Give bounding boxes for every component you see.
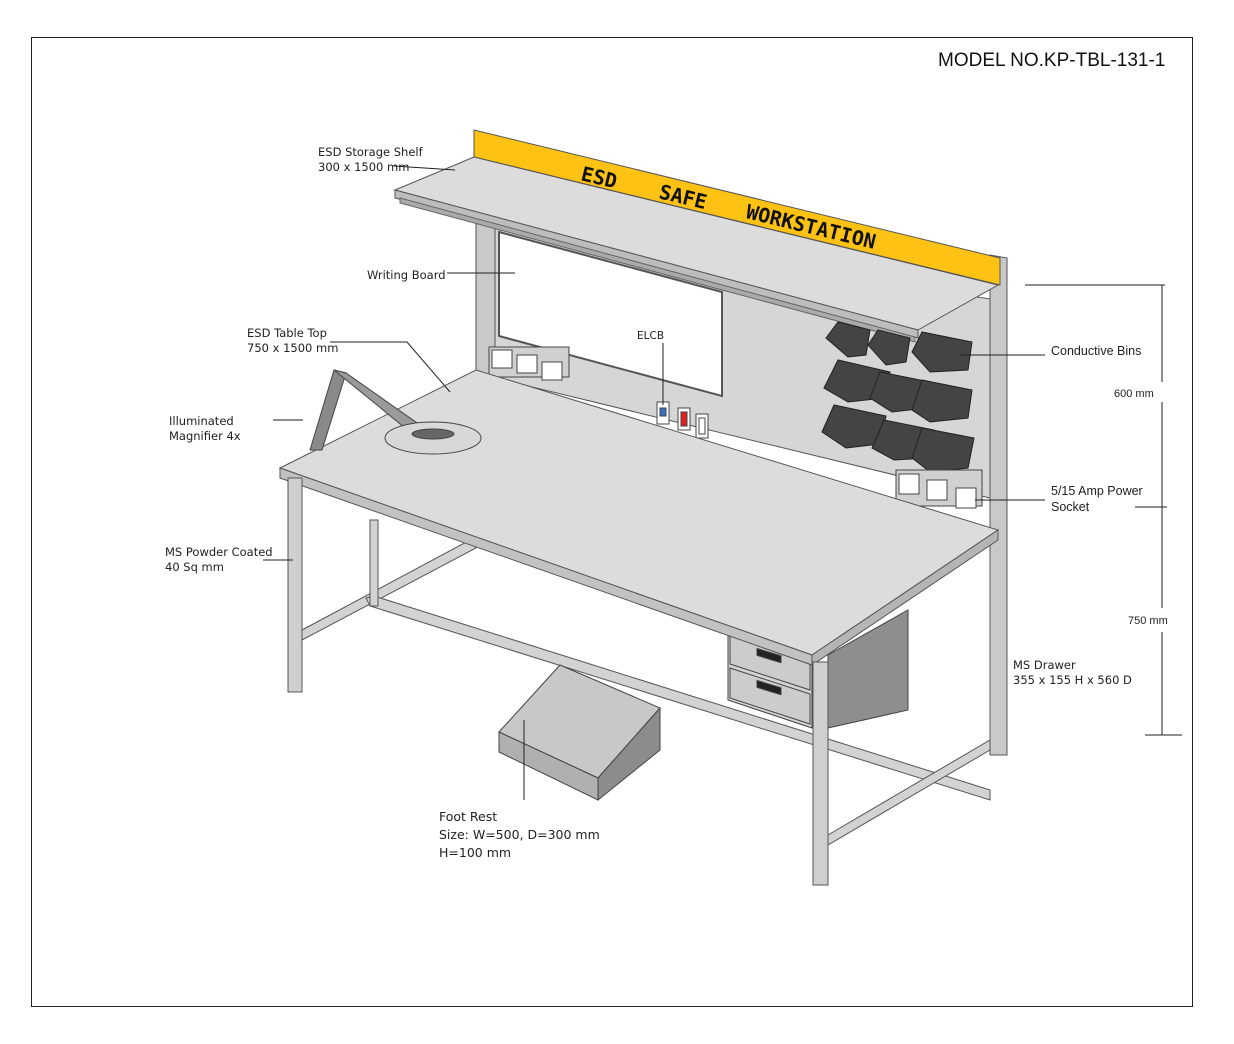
drawing-shape bbox=[393, 165, 456, 171]
drawing-shape bbox=[729, 667, 811, 725]
drawing-shape bbox=[756, 679, 782, 696]
power-sockets-left bbox=[488, 346, 570, 381]
label-line: MS Drawer bbox=[1013, 658, 1076, 672]
label-line: Foot Rest bbox=[439, 809, 498, 824]
drawing-shape bbox=[399, 197, 916, 343]
table-height-dimension: 750 mm bbox=[1128, 615, 1168, 627]
magnifier-label: Illuminated Magnifier 4x bbox=[169, 414, 241, 444]
lower-frame bbox=[301, 519, 991, 846]
right-post bbox=[989, 254, 1008, 756]
drawing-shape bbox=[698, 417, 706, 435]
drawing-shape bbox=[680, 411, 688, 427]
illuminated-magnifier bbox=[309, 369, 482, 455]
model-number: MODEL NO.KP-TBL-131-1 bbox=[938, 50, 1166, 71]
frame-label: MS Powder Coated 40 Sq mm bbox=[165, 545, 273, 575]
drawing-shape bbox=[955, 487, 977, 509]
label-line: Illuminated bbox=[169, 414, 234, 428]
socket-label: 5/15 Amp Power Socket bbox=[1051, 483, 1143, 515]
drawing-shape bbox=[911, 379, 973, 423]
bins-label: Conductive Bins bbox=[1051, 344, 1142, 358]
drawing-shape bbox=[541, 361, 563, 381]
drawing-shape bbox=[867, 329, 911, 366]
label-line: 5/15 Amp Power bbox=[1051, 484, 1143, 498]
shelf-height-dimension: 600 mm bbox=[1114, 388, 1154, 400]
label-line: H=100 mm bbox=[439, 845, 512, 860]
label-line: 750 x 1500 mm bbox=[247, 341, 339, 355]
elcb-label: ELCB bbox=[637, 330, 665, 342]
table-top-label: ESD Table Top 750 x 1500 mm bbox=[247, 326, 338, 356]
esd-banner bbox=[473, 129, 1001, 286]
drawing-shape bbox=[911, 331, 973, 373]
leader-lines bbox=[263, 165, 1182, 800]
drawing-shape bbox=[369, 519, 379, 607]
front-left-leg bbox=[287, 477, 303, 693]
label-line: ESD Storage Shelf bbox=[318, 145, 423, 159]
drawer-label: MS Drawer 355 x 155 H x 560 D bbox=[1013, 658, 1132, 688]
storage-shelf-label: ESD Storage Shelf 300 x 1500 mm bbox=[318, 145, 423, 175]
label-line: Size: W=500, D=300 mm bbox=[439, 827, 600, 842]
drawing-shape bbox=[756, 647, 782, 664]
drawing-shape bbox=[825, 321, 871, 358]
label-line: 40 Sq mm bbox=[165, 560, 224, 574]
drawing-shape bbox=[411, 428, 455, 440]
drawing-shape bbox=[491, 349, 513, 369]
conductive-bins bbox=[821, 321, 975, 473]
drawing-border bbox=[31, 37, 1193, 1007]
front-right-leg bbox=[812, 661, 829, 886]
power-sockets-right bbox=[895, 469, 983, 509]
label-line: ESD Table Top bbox=[247, 326, 327, 340]
label-line: 355 x 155 H x 560 D bbox=[1013, 673, 1132, 687]
drawing-shape bbox=[330, 341, 451, 393]
drawing-shape bbox=[926, 479, 948, 501]
label-line: Magnifier 4x bbox=[169, 429, 241, 443]
drawing-shape bbox=[516, 354, 538, 374]
drawing-shape bbox=[811, 529, 999, 666]
writing-board bbox=[498, 230, 723, 398]
elcb-unit bbox=[656, 401, 709, 439]
storage-shelf-edge bbox=[394, 189, 919, 339]
label-line: Socket bbox=[1051, 500, 1090, 514]
writing-board-label: Writing Board bbox=[367, 268, 446, 282]
drawing-shape bbox=[659, 407, 667, 417]
drawing-shape bbox=[898, 473, 920, 495]
label-line: 300 x 1500 mm bbox=[318, 160, 410, 174]
drawing-shape bbox=[597, 706, 661, 802]
foot-rest bbox=[498, 664, 661, 802]
foot-rest-label: Foot Rest Size: W=500, D=300 mm H=100 mm bbox=[439, 808, 600, 862]
label-line: MS Powder Coated bbox=[165, 545, 273, 559]
